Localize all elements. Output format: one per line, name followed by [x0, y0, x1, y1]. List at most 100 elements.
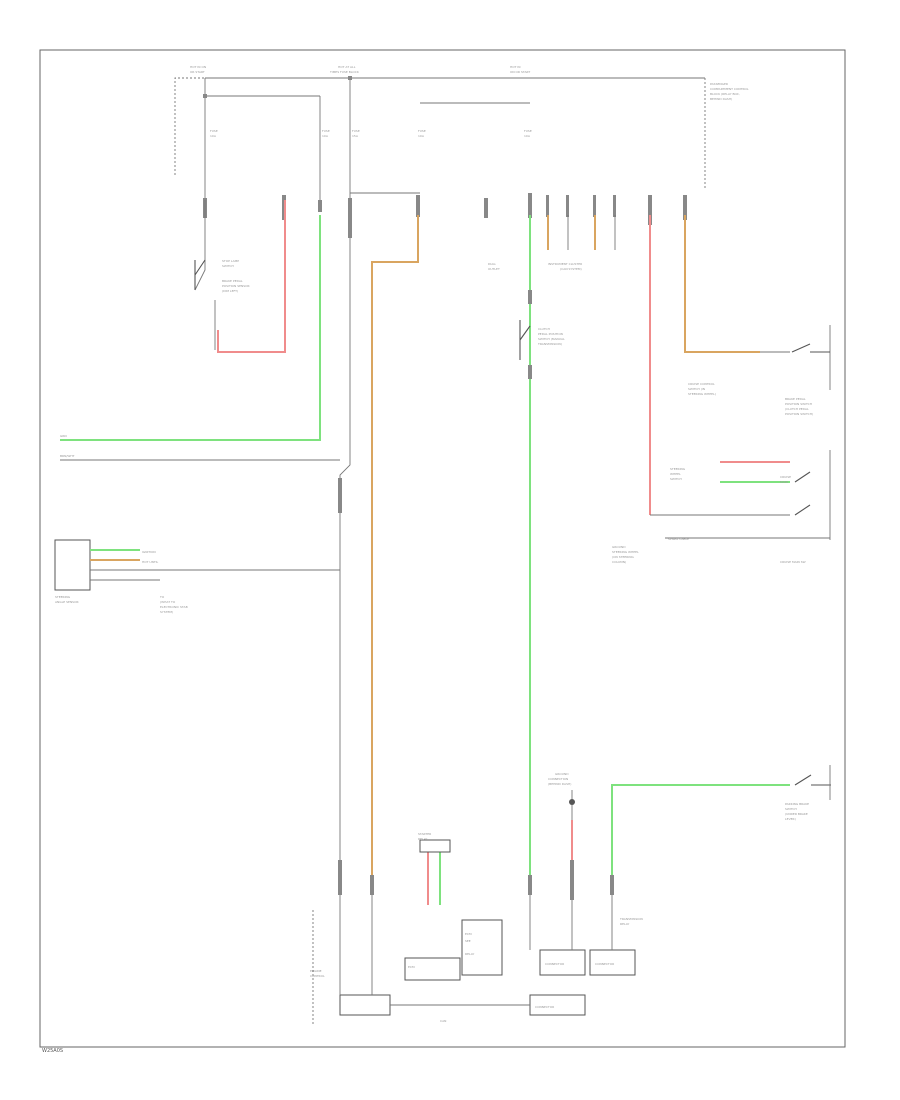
left-feed	[194, 200, 206, 291]
svg-text:COMPARTMENT CONTROL: COMPARTMENT CONTROL	[710, 87, 749, 91]
center-wire	[339, 238, 351, 875]
right-switch-2: STEERING WHEEL SWITCH CRUISE MAIN SPIRAL…	[612, 450, 831, 564]
svg-text:PARKING BRAKE: PARKING BRAKE	[785, 802, 809, 806]
svg-text:ECM: ECM	[408, 965, 415, 969]
bus-left-dash	[174, 77, 205, 175]
svg-text:CRUISE: CRUISE	[780, 475, 791, 479]
svg-text:CONNECTOR: CONNECTOR	[535, 1005, 554, 1009]
svg-text:SWITCH (IN: SWITCH (IN	[688, 387, 705, 391]
green-wire-lower-right	[611, 784, 790, 880]
svg-text:STARTER: STARTER	[418, 832, 431, 836]
svg-text:TO: TO	[159, 595, 165, 599]
svg-text:(ON STEERING: (ON STEERING	[612, 555, 634, 559]
svg-text:FUSE: FUSE	[524, 129, 532, 133]
svg-text:POSITION SWITCH: POSITION SWITCH	[785, 402, 812, 406]
svg-text:(CAN SYSTEM): (CAN SYSTEM)	[560, 267, 582, 271]
svg-text:(WHAT TO: (WHAT TO	[160, 600, 176, 604]
svg-text:BRAKE PEDAL: BRAKE PEDAL	[785, 397, 806, 401]
svg-text:CONNECTION: CONNECTION	[548, 777, 568, 781]
svg-text:FUSE: FUSE	[210, 129, 218, 133]
svg-text:(CLUTCH PEDAL: (CLUTCH PEDAL	[785, 407, 809, 411]
svg-text:SWITCH: SWITCH	[222, 264, 234, 268]
svg-text:POSITION SWITCH): POSITION SWITCH)	[785, 412, 813, 416]
svg-text:SPIRAL CABLE: SPIRAL CABLE	[668, 537, 689, 541]
svg-text:POSITION SENSOR: POSITION SENSOR	[222, 284, 250, 288]
green-wire-left	[60, 215, 321, 441]
svg-text:STEERING WHEEL): STEERING WHEEL)	[688, 392, 716, 396]
svg-text:HOT UNTIL: HOT UNTIL	[142, 560, 159, 564]
svg-text:SYSTEM): SYSTEM)	[160, 610, 173, 614]
svg-text:OR START: OR START	[190, 70, 205, 74]
left-switch	[194, 259, 206, 290]
svg-text:PASSENGER: PASSENGER	[710, 82, 728, 86]
svg-text:10A: 10A	[322, 134, 329, 138]
svg-text:HOT IN ON: HOT IN ON	[190, 65, 206, 69]
svg-text:CONTROL: CONTROL	[310, 974, 325, 978]
svg-text:RELAY: RELAY	[418, 837, 428, 841]
svg-text:MAIN: MAIN	[780, 480, 788, 484]
svg-text:ANGLE SENSOR: ANGLE SENSOR	[55, 600, 79, 604]
center-switch	[519, 320, 531, 360]
svg-text:HOT IN: HOT IN	[510, 65, 521, 69]
right-switch-1: CRUISE CONTROL SWITCH (IN STEERING WHEEL…	[688, 325, 831, 416]
left-sensor: IGNITION HOT UNTIL STEERING ANGLE SENSOR…	[54, 539, 340, 614]
svg-text:STEERING: STEERING	[55, 595, 71, 599]
svg-text:TRANSMISSION: TRANSMISSION	[619, 917, 643, 921]
svg-text:FUSE: FUSE	[322, 129, 330, 133]
svg-text:FUSE: FUSE	[352, 129, 360, 133]
orange-wire	[371, 215, 419, 875]
svg-text:CAN: CAN	[440, 1019, 446, 1023]
svg-text:HOT AT ALL: HOT AT ALL	[338, 65, 356, 69]
lower-right-switch	[794, 774, 831, 786]
svg-text:STOP LAMP: STOP LAMP	[222, 259, 239, 263]
svg-text:STEERING WHEEL: STEERING WHEEL	[612, 550, 639, 554]
bottom-modules: ENGINE CONTROL ECM ECM SEE RELAY CONNECT…	[310, 910, 643, 1025]
svg-text:STEERING: STEERING	[670, 467, 686, 471]
svg-text:DIAG: DIAG	[488, 262, 496, 266]
svg-text:OUTLET: OUTLET	[488, 267, 500, 271]
svg-text:RELAY: RELAY	[465, 952, 475, 956]
svg-text:ELECTRONIC STAB: ELECTRONIC STAB	[160, 605, 188, 609]
svg-text:CRUISE CONTROL: CRUISE CONTROL	[688, 382, 715, 386]
svg-text:ENGINE: ENGINE	[310, 969, 322, 973]
svg-text:GROUND: GROUND	[555, 772, 569, 776]
svg-text:TIMES FUSE BLOCK: TIMES FUSE BLOCK	[329, 70, 360, 74]
svg-text:SWITCH (MANUAL: SWITCH (MANUAL	[538, 337, 565, 341]
svg-text:ON OR START: ON OR START	[510, 70, 530, 74]
svg-text:10A: 10A	[418, 134, 425, 138]
svg-text:CONNECTOR: CONNECTOR	[545, 962, 564, 966]
svg-text:RELAY: RELAY	[620, 922, 630, 926]
svg-text:15A: 15A	[352, 134, 359, 138]
svg-text:SWITCH: SWITCH	[785, 807, 797, 811]
svg-text:(BEHIND DASH): (BEHIND DASH)	[548, 782, 571, 786]
svg-text:SEE: SEE	[465, 939, 471, 943]
svg-text:(UNDER BRAKE: (UNDER BRAKE	[785, 812, 808, 816]
orange-wire-right	[684, 215, 760, 353]
svg-text:BLOCK (RELAY BOX,: BLOCK (RELAY BOX,	[710, 92, 740, 96]
svg-text:CONNECTOR: CONNECTOR	[595, 962, 614, 966]
red-wire-left	[217, 200, 286, 353]
svg-text:INSTRUMENT CLUSTER: INSTRUMENT CLUSTER	[548, 262, 582, 266]
svg-text:LEVER): LEVER)	[785, 817, 796, 821]
svg-text:(DIM LEFT): (DIM LEFT)	[222, 289, 238, 293]
svg-text:PEDAL POSITION: PEDAL POSITION	[538, 332, 563, 336]
svg-text:10A: 10A	[524, 134, 531, 138]
svg-text:BEHIND DASH): BEHIND DASH)	[710, 97, 732, 101]
svg-text:WHEEL: WHEEL	[670, 472, 681, 476]
svg-text:CLUTCH: CLUTCH	[538, 327, 550, 331]
svg-text:SWITCH: SWITCH	[670, 477, 682, 481]
diagram-border	[39, 49, 846, 1048]
svg-text:COLUMN): COLUMN)	[612, 560, 626, 564]
svg-text:BRN/WHT: BRN/WHT	[60, 454, 75, 458]
svg-text:TRANSMISSION): TRANSMISSION)	[537, 342, 562, 346]
page-code: W25A0S	[42, 1048, 63, 1054]
svg-text:IGNITION: IGNITION	[142, 550, 156, 554]
svg-text:CRUISE MAIN SW: CRUISE MAIN SW	[780, 560, 806, 564]
svg-text:10A: 10A	[210, 134, 217, 138]
svg-text:ECM: ECM	[465, 932, 472, 936]
svg-text:GROUND: GROUND	[612, 545, 626, 549]
